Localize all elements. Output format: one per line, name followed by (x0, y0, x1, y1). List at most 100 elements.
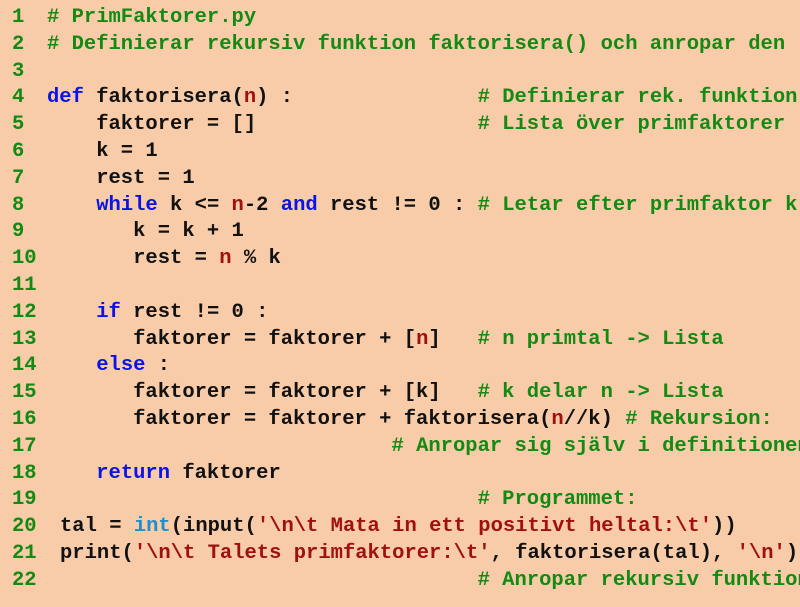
line-number: 10 (12, 247, 37, 271)
code-builtin: int (133, 515, 171, 539)
line-number: 14 (12, 354, 37, 378)
line-number: 20 (12, 515, 37, 539)
code-content: if rest != 0 : (47, 300, 268, 327)
code-text (47, 301, 96, 324)
code-content: faktorer = [] # Lista över primfaktorer (47, 112, 785, 139)
line-number: 5 (12, 113, 25, 137)
code-line: 14 else : (0, 353, 800, 380)
code-text (47, 462, 96, 485)
code-comment: # Anropar sig själv i definitionen (391, 434, 800, 458)
code-line: 6 k = 1 (0, 139, 800, 166)
code-content: while k <= n-2 and rest != 0 : # Letar e… (47, 193, 797, 220)
code-text: ) (785, 541, 799, 565)
line-number: 15 (12, 381, 37, 405)
code-line: 9 k = k + 1 (0, 219, 800, 246)
code-content: k = 1 (47, 139, 158, 166)
code-text: tal = (60, 515, 134, 539)
code-line: 11 (0, 273, 800, 300)
line-number: 16 (12, 407, 37, 431)
code-string: '\n\t Mata in ett positivt heltal:\t' (256, 515, 713, 539)
code-parameter: n (416, 327, 429, 351)
line-number: 1 (12, 6, 25, 29)
code-text: rest = (47, 247, 220, 271)
line-number: 9 (12, 220, 25, 244)
code-text: k = k + 1 (47, 220, 244, 244)
code-content: k = k + 1 (47, 219, 244, 246)
code-comment: # PrimFaktorer.py (47, 6, 257, 29)
code-text (47, 194, 96, 217)
code-string: '\n' (736, 541, 786, 565)
code-text: k <= (157, 193, 232, 217)
code-text: ] (428, 327, 478, 351)
code-content: # Anropar sig själv i definitionen (47, 434, 800, 461)
code-content: # PrimFaktorer.py (47, 5, 256, 32)
code-line: 12 if rest != 0 : (0, 300, 800, 327)
code-text (47, 569, 478, 592)
code-content: # Definierar rekursiv funktion faktorise… (47, 32, 785, 59)
code-keyword: and (280, 193, 318, 217)
code-text (47, 488, 478, 511)
code-parameter: n (551, 407, 564, 431)
code-comment: # Rekursion: (625, 407, 773, 431)
code-content: print('\n\t Talets primfaktorer:\t', fak… (60, 541, 798, 568)
code-string: '\n\t Talets primfaktorer:\t' (133, 541, 491, 565)
code-content: # Anropar rekursiv funktion (47, 568, 800, 595)
line-number: 12 (12, 300, 37, 324)
code-keyword: if (96, 300, 121, 324)
code-comment: # k delar n -> Lista (477, 381, 724, 405)
line-number: 17 (12, 434, 37, 458)
code-text: )) (712, 515, 737, 539)
code-comment: # n primtal -> Lista (477, 327, 724, 351)
code-line: 4 def faktorisera(n) : # Definierar rek. … (0, 85, 800, 112)
code-line: 19 # Programmet: (0, 487, 800, 514)
line-number: 21 (12, 541, 37, 565)
code-parameter: n (219, 247, 232, 271)
code-listing: 1 # PrimFaktorer.py 2# Definierar rekursiv… (0, 5, 800, 595)
code-comment: # Lista över primfaktorer (477, 113, 786, 137)
code-line: 10 rest = n % k (0, 246, 800, 273)
code-line: 20 tal = int(input('\n\t Mata in ett posi… (0, 514, 800, 541)
code-content: faktorer = faktorer + [n] # n primtal ->… (47, 327, 724, 354)
code-text: faktorer = [] (47, 113, 478, 137)
code-text: rest = 1 (47, 166, 195, 190)
line-number: 22 (12, 568, 37, 592)
code-parameter: n (243, 86, 257, 110)
code-text: faktorer = faktorer + [ (47, 327, 417, 351)
code-line: 2# Definierar rekursiv funktion faktoris… (0, 32, 800, 59)
line-number: 18 (12, 461, 37, 485)
line-number: 3 (12, 59, 25, 83)
code-text: faktorer (170, 461, 281, 485)
code-text: -2 (243, 193, 281, 217)
code-text: faktorisera( (83, 86, 244, 110)
code-comment: # Definierar rek. funktion (477, 86, 798, 110)
code-line: 22 # Anropar rekursiv funktion (0, 568, 800, 595)
code-content: tal = int(input('\n\t Mata in ett positi… (60, 514, 737, 541)
code-line: 18 return faktorer (0, 461, 800, 488)
code-text: : (145, 354, 171, 378)
line-number: 7 (12, 166, 25, 190)
code-text: faktorer = faktorer + [k] (47, 381, 478, 405)
code-content: faktorer = faktorer + faktorisera(n//k) … (47, 407, 773, 434)
line-number: 19 (12, 488, 37, 512)
code-comment: # Programmet: (477, 488, 638, 512)
code-text: faktorer = faktorer + faktorisera( (47, 407, 552, 431)
code-content: def faktorisera(n) : # Definierar rek. f… (47, 85, 797, 112)
code-comment: # Anropar rekursiv funktion (477, 568, 800, 592)
code-content: rest = n % k (47, 246, 281, 273)
code-keyword: def (47, 86, 84, 110)
code-line: 16 faktorer = faktorer + faktorisera(n//… (0, 407, 800, 434)
code-content: else : (47, 353, 170, 380)
code-text (47, 354, 96, 377)
line-number: 4 (12, 86, 25, 110)
code-line: 3 (0, 59, 800, 86)
code-content: rest = 1 (47, 166, 195, 193)
code-content: # Programmet: (47, 487, 638, 514)
code-text: % k (231, 247, 281, 271)
code-text: (input( (170, 515, 257, 539)
code-text (47, 435, 391, 458)
code-text: ) : (256, 86, 478, 110)
code-content: return faktorer (47, 461, 281, 488)
code-text: k = 1 (47, 139, 158, 163)
code-line: 21 print('\n\t Talets primfaktorer:\t', f… (0, 541, 800, 568)
line-number: 6 (12, 139, 25, 163)
